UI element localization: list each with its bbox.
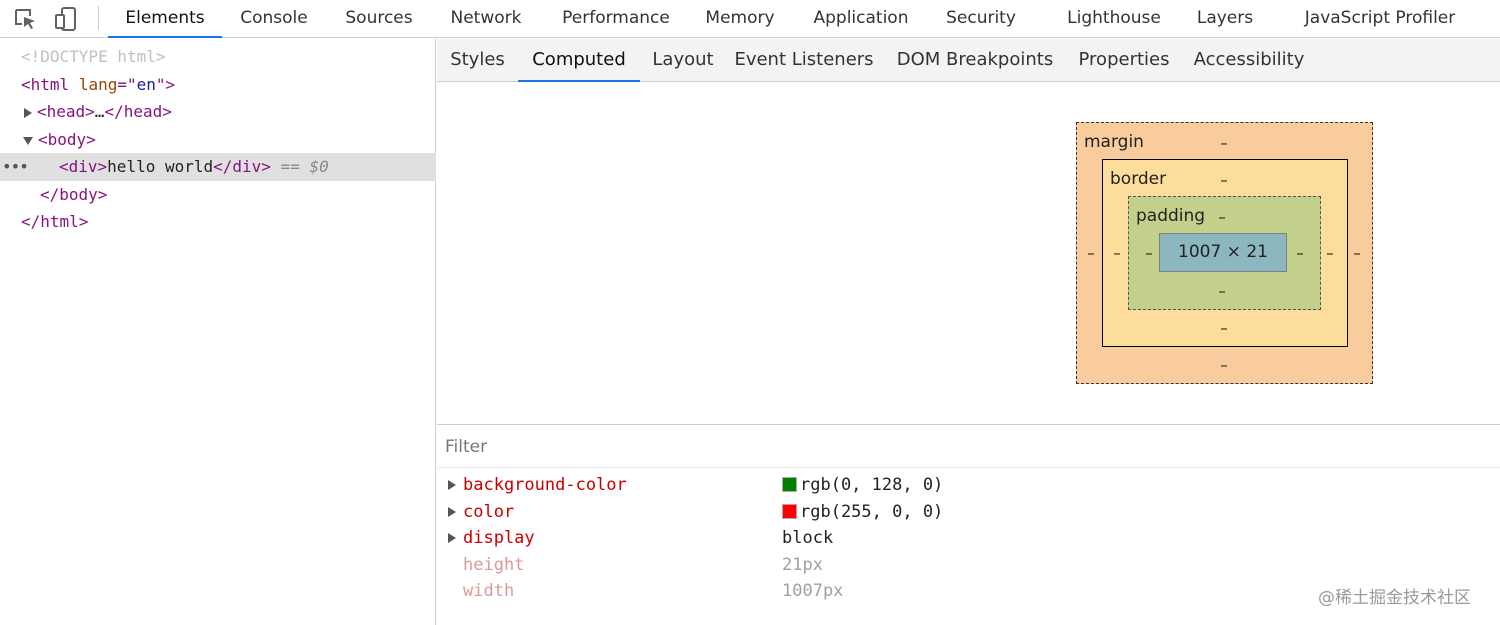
inspect-cursor-icon[interactable]	[12, 6, 38, 32]
tab-lighthouse[interactable]: Lighthouse	[1067, 8, 1161, 28]
dom-node-head[interactable]: <head>…</head>	[0, 98, 436, 126]
property-value: 1007px	[782, 578, 843, 604]
html-open-tag: <html	[21, 75, 70, 94]
property-name: background-color	[463, 475, 627, 495]
tab-application[interactable]: Application	[813, 8, 909, 28]
watermark-text: @稀土掘金技术社区	[1318, 588, 1471, 608]
padding-left-value[interactable]: –	[1145, 244, 1153, 262]
margin-label: margin	[1084, 132, 1144, 152]
computed-filter-bar	[437, 426, 1500, 468]
tab-accessibility[interactable]: Accessibility	[1193, 49, 1305, 70]
border-left-value[interactable]: –	[1113, 244, 1121, 262]
tab-sources[interactable]: Sources	[345, 8, 413, 28]
margin-bottom-value[interactable]: –	[1220, 356, 1228, 374]
property-name: display	[463, 528, 535, 548]
property-value-text: 1007px	[782, 581, 844, 601]
property-value: rgb(0, 128, 0)	[782, 472, 943, 498]
dom-node-html-close[interactable]: </html>	[0, 208, 436, 236]
property-name: height	[463, 554, 525, 575]
div-close-tag: </div>	[213, 157, 271, 176]
property-value-text: block	[782, 528, 834, 548]
body-open-tag: <body>	[38, 130, 96, 149]
computed-property-height[interactable]: height 21px	[437, 552, 1500, 578]
margin-top-value[interactable]: –	[1220, 134, 1228, 152]
tab-console[interactable]: Console	[240, 8, 308, 28]
body-close-tag: </body>	[40, 185, 108, 204]
div-text-content: hello world	[107, 157, 214, 176]
tab-layers[interactable]: Layers	[1196, 8, 1254, 28]
selected-node-marker: == $0	[280, 157, 329, 176]
div-open-tag: <div>	[59, 157, 108, 176]
filter-input[interactable]	[445, 432, 1045, 462]
html-attr-eq: ="	[117, 75, 137, 94]
dom-node-body-close[interactable]: </body>	[0, 181, 436, 209]
tab-layout[interactable]: Layout	[652, 49, 714, 70]
tab-styles[interactable]: Styles	[450, 49, 505, 70]
tab-javascript-profiler[interactable]: JavaScript Profiler	[1304, 8, 1456, 28]
property-value: 21px	[782, 552, 823, 578]
expand-triangle-icon[interactable]	[24, 107, 32, 118]
devtools-main-toolbar: Elements Console Sources Network Performance…	[0, 0, 1500, 38]
html-attr-name: lang	[78, 75, 118, 94]
html-attr-close: ">	[155, 75, 176, 94]
border-top-value[interactable]: –	[1220, 171, 1228, 189]
property-name: width	[463, 581, 515, 601]
tab-elements[interactable]: Elements	[108, 0, 222, 38]
elements-dom-tree: <!DOCTYPE html> <html lang="en"> <head>……	[0, 39, 436, 625]
doctype-text: <!DOCTYPE html>	[21, 47, 166, 66]
border-bottom-value[interactable]: –	[1220, 319, 1228, 337]
tab-memory[interactable]: Memory	[705, 8, 775, 28]
border-label: border	[1110, 169, 1167, 189]
dom-node-doctype[interactable]: <!DOCTYPE html>	[0, 43, 436, 71]
property-value-text: rgb(255, 0, 0)	[800, 501, 944, 522]
box-model-padding[interactable]: padding – – – – 1007 × 21	[1128, 196, 1321, 310]
property-value: rgb(255, 0, 0)	[782, 499, 943, 525]
expand-triangle-icon[interactable]	[448, 480, 456, 490]
tab-network[interactable]: Network	[450, 8, 522, 28]
html-attr-value: en	[136, 75, 156, 94]
tab-performance[interactable]: Performance	[562, 8, 670, 28]
margin-left-value[interactable]: –	[1087, 244, 1095, 262]
box-model-margin[interactable]: margin – – – – border – – – – padding – …	[1076, 122, 1373, 384]
toolbar-divider	[98, 6, 99, 30]
collapse-triangle-icon[interactable]	[23, 136, 33, 145]
html-close-tag: </html>	[21, 212, 89, 231]
computed-property-width[interactable]: width 1007px	[437, 578, 1500, 604]
tab-event-listeners[interactable]: Event Listeners	[734, 49, 874, 70]
dom-node-body[interactable]: <body>	[0, 126, 436, 154]
property-name: color	[463, 501, 515, 522]
property-value-text: 21px	[782, 554, 823, 575]
padding-label: padding	[1136, 206, 1206, 226]
property-value: block	[782, 525, 833, 551]
head-open-tag: <head>	[37, 102, 95, 121]
color-swatch[interactable]	[782, 503, 797, 519]
property-value-text: rgb(0, 128, 0)	[800, 475, 944, 495]
expand-triangle-icon[interactable]	[448, 506, 456, 517]
head-close-tag: </head>	[104, 102, 172, 121]
box-model-content-size[interactable]: 1007 × 21	[1159, 233, 1287, 272]
tab-dom-breakpoints[interactable]: DOM Breakpoints	[896, 49, 1054, 70]
device-toggle-icon[interactable]	[54, 6, 80, 32]
margin-right-value[interactable]: –	[1353, 244, 1361, 262]
computed-property-background-color[interactable]: background-color rgb(0, 128, 0)	[437, 472, 1500, 498]
computed-property-display[interactable]: display block	[437, 525, 1500, 551]
computed-property-color[interactable]: color rgb(255, 0, 0)	[437, 499, 1500, 525]
dom-node-div-selected[interactable]: ••• <div>hello world</div> == $0	[0, 153, 436, 181]
expand-triangle-icon[interactable]	[448, 533, 456, 543]
color-swatch[interactable]	[782, 477, 797, 492]
padding-bottom-value[interactable]: –	[1218, 282, 1226, 300]
more-options-icon[interactable]: •••	[2, 157, 29, 176]
tab-computed[interactable]: Computed	[518, 39, 640, 82]
border-right-value[interactable]: –	[1326, 244, 1334, 262]
dom-node-html[interactable]: <html lang="en">	[0, 71, 436, 99]
padding-right-value[interactable]: –	[1296, 244, 1304, 262]
tab-properties[interactable]: Properties	[1078, 49, 1170, 70]
padding-top-value[interactable]: –	[1218, 208, 1226, 226]
box-model-area: margin – – – – border – – – – padding – …	[437, 83, 1500, 425]
box-model-border[interactable]: border – – – – padding – – – – 1007 × 21	[1102, 159, 1348, 347]
tab-security[interactable]: Security	[946, 8, 1016, 28]
head-ellipsis[interactable]: …	[94, 102, 105, 121]
sidebar-tab-bar: Styles Computed Layout Event Listeners DOM B…	[437, 39, 1500, 82]
